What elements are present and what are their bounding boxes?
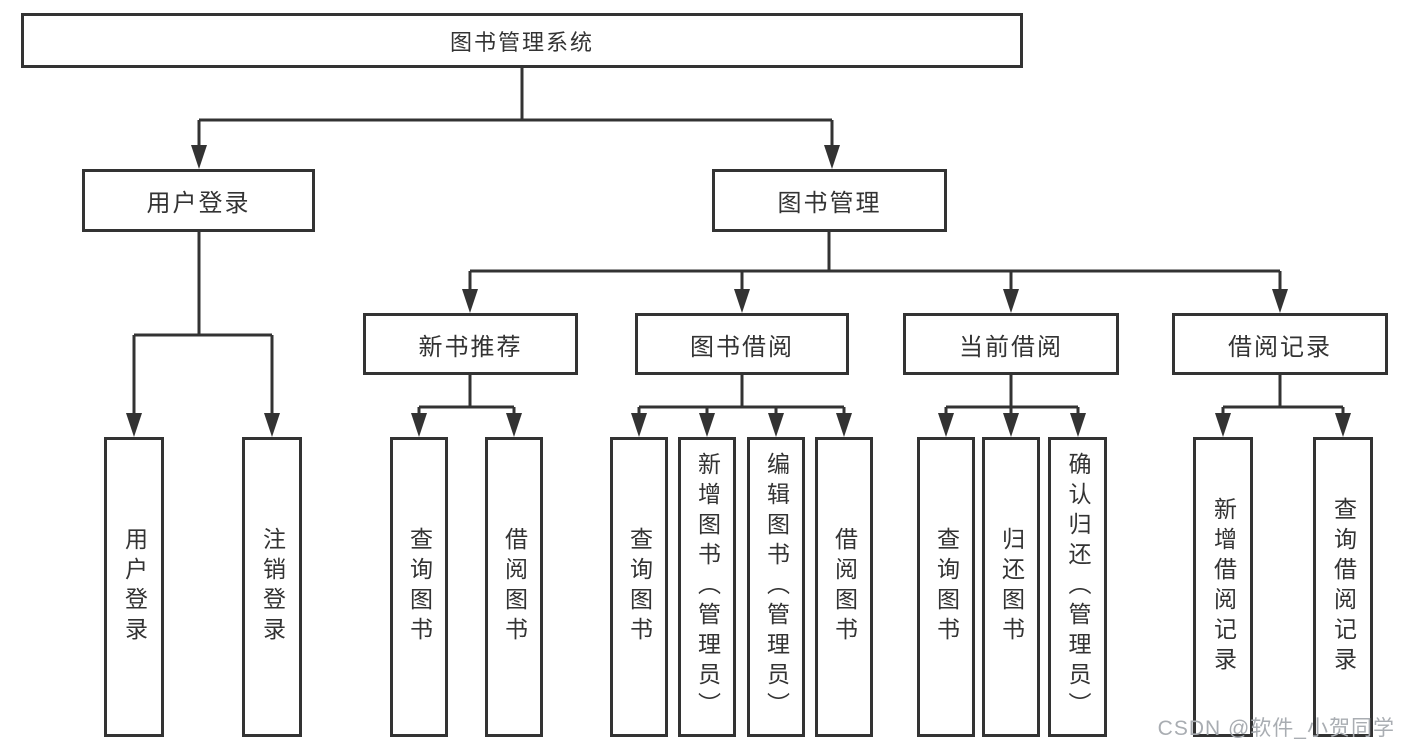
leaf-user-login: 用户登录 [104,437,164,737]
leaf-add-books-admin: 新增图书（管理员） [678,437,736,737]
leaf-query-books-recommend: 查询图书 [390,437,448,737]
leaf-add-borrow-record: 新增借阅记录 [1193,437,1253,737]
leaf-label: 注销登录 [259,527,286,647]
leaf-edit-books-admin: 编辑图书（管理员） [747,437,805,737]
csdn-watermark: CSDN @软件_小贺同学 [1157,717,1395,740]
leaf-return-books: 归还图书 [982,437,1040,737]
leaf-confirm-return-admin: 确认归还（管理员） [1048,437,1107,737]
leaf-label: 借阅图书 [501,527,528,647]
leaf-label: 新增借阅记录 [1210,497,1237,677]
node-book-management: 图书管理 [712,169,947,232]
leaf-query-borrow-record: 查询借阅记录 [1313,437,1373,737]
arrowheads [126,145,1351,437]
leaf-label: 归还图书 [998,527,1025,647]
leaf-label: 借阅图书 [831,527,858,647]
leaf-logout: 注销登录 [242,437,302,737]
leaf-label: 查询借阅记录 [1330,497,1357,677]
leaf-query-books-borrow: 查询图书 [610,437,668,737]
node-book-borrowing: 图书借阅 [635,313,849,375]
node-current-borrowing: 当前借阅 [903,313,1119,375]
node-user-login: 用户登录 [82,169,315,232]
leaf-borrow-books: 借阅图书 [815,437,873,737]
leaf-label: 新增图书（管理员） [694,452,721,722]
leaf-label: 查询图书 [406,527,433,647]
leaf-label: 编辑图书（管理员） [763,452,790,722]
leaf-query-books-current: 查询图书 [917,437,975,737]
node-new-book-recommendation: 新书推荐 [363,313,578,375]
node-borrowing-records: 借阅记录 [1172,313,1388,375]
leaf-borrow-books-recommend: 借阅图书 [485,437,543,737]
node-library-management-system: 图书管理系统 [21,13,1023,68]
leaf-label: 查询图书 [626,527,653,647]
leaf-label: 用户登录 [121,527,148,647]
leaf-label: 查询图书 [933,527,960,647]
leaf-label: 确认归还（管理员） [1065,452,1091,722]
